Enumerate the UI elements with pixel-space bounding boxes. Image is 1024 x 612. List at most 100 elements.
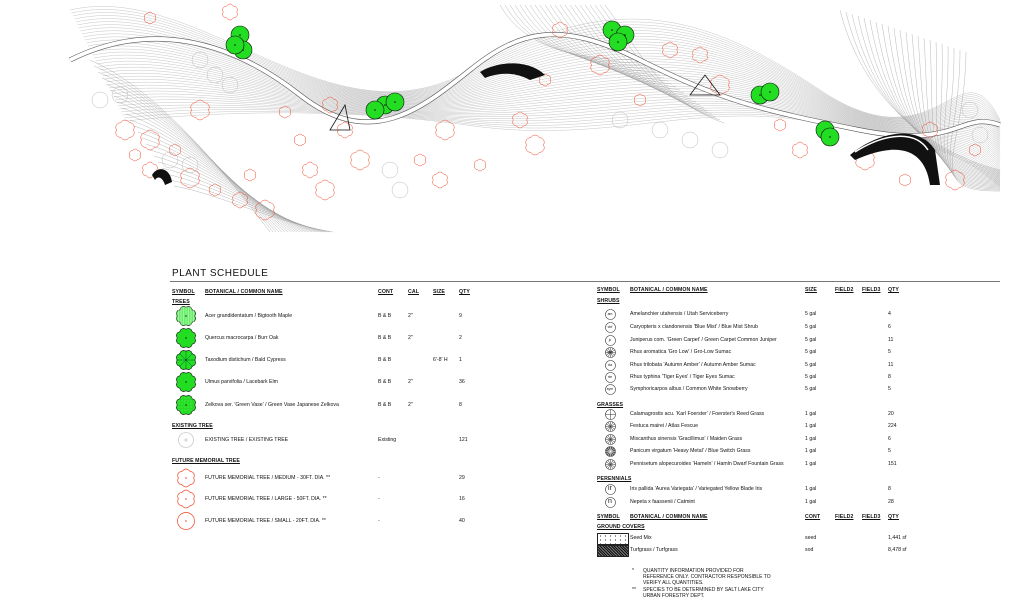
section-label: GRASSES: [597, 402, 624, 408]
cont-value: B & B: [378, 402, 392, 408]
cont-value: B & B: [378, 313, 392, 319]
symbol-code: cbf: [607, 325, 613, 329]
grass-symbol-icon: [604, 433, 616, 445]
shrub-symbol-icon: [604, 496, 616, 508]
plant-name: Miscanthus sinensis 'Gracillimus' / Maid…: [630, 436, 743, 442]
size-value: 1 gal: [805, 411, 817, 417]
memorial-tree-marker: [294, 133, 306, 147]
shrub-symbol-icon: [604, 334, 616, 346]
memorial-tree-marker: [315, 179, 335, 201]
memorial-tree-marker: [129, 148, 141, 162]
shrub-symbol-icon: [604, 308, 616, 320]
memorial-tree-marker: [792, 141, 808, 159]
column-header: SIZE: [805, 287, 817, 293]
symbol-code: rte: [607, 375, 613, 379]
memorial-tree-icon: [177, 489, 195, 509]
grass-symbol-icon: [604, 408, 616, 420]
qty-value: 6: [888, 436, 891, 442]
size-value: 1 gal: [805, 436, 817, 442]
qty-value: 11: [888, 337, 894, 343]
size-value: 5 gal: [805, 362, 817, 368]
qty-value: 2: [459, 335, 462, 341]
page-title: PLANT SCHEDULE: [172, 268, 269, 279]
existing-tree-marker: [181, 156, 199, 174]
qty-value: 151: [888, 461, 897, 467]
qty-value: 5: [888, 386, 891, 392]
cal-value: 2": [408, 313, 413, 319]
existing-tree-marker: [651, 121, 669, 139]
existing-tree-marker: [191, 51, 209, 69]
memorial-tree-marker: [692, 46, 708, 64]
cont-value: B & B: [378, 379, 392, 385]
tree-symbol-icon: [175, 305, 197, 327]
planted-tree-marker: [608, 32, 628, 52]
memorial-tree-marker: [899, 173, 911, 187]
plant-name: Quercus macrocarpa / Burr Oak: [205, 335, 279, 341]
plant-name: Festuca mairei / Atlas Fescue: [630, 423, 699, 429]
planting-bed: [152, 169, 172, 185]
existing-tree-icon: [178, 432, 194, 448]
memorial-tree-marker: [169, 143, 181, 157]
column-header: FIELD2: [835, 287, 854, 293]
planted-tree-marker: [820, 127, 840, 147]
title-divider: [170, 281, 1000, 282]
existing-tree-marker: [111, 86, 129, 104]
cont-value: B & B: [378, 335, 392, 341]
grass-symbol-icon: [604, 420, 616, 432]
column-header: QTY: [888, 514, 899, 520]
memorial-tree-marker: [539, 73, 551, 87]
plant-name: Iris pallida 'Aurea Variegata' / Variega…: [630, 486, 763, 492]
existing-tree-marker: [381, 161, 399, 179]
qty-value: 5: [888, 448, 891, 454]
section-label: EXISTING TREE: [172, 423, 213, 429]
memorial-tree-marker: [474, 158, 486, 172]
memorial-tree-marker: [244, 168, 256, 182]
column-header: CONT: [378, 289, 394, 295]
planting-bed: [850, 133, 940, 185]
planted-tree-marker: [225, 35, 245, 55]
existing-tree-marker: [91, 91, 109, 109]
memorial-tree-marker: [222, 3, 238, 21]
symbol-code: jc: [608, 338, 612, 342]
qty-value: 29: [459, 475, 465, 481]
planted-tree-marker: [385, 92, 405, 112]
column-header: SYMBOL: [597, 514, 620, 520]
plant-name: Seed Mix: [630, 535, 652, 541]
memorial-tree-marker: [525, 134, 545, 156]
memorial-tree-marker: [302, 161, 318, 179]
existing-tree-marker: [611, 111, 629, 129]
plant-name: Pennisetum alopecuroides 'Hameln' / Haml…: [630, 461, 784, 467]
cont-value: sod: [805, 547, 814, 553]
plant-name: FUTURE MEMORIAL TREE / SMALL - 20FT. DIA…: [205, 518, 326, 524]
qty-value: 8,478 sf: [888, 547, 907, 553]
seed-mix-swatch: [597, 533, 629, 545]
tree-symbol-icon: [175, 371, 197, 393]
column-header: BOTANICAL / COMMON NAME: [630, 287, 708, 293]
note-text: SPECIES TO BE DETERMINED BY SALT LAKE CI…: [643, 587, 764, 599]
plant-name: FUTURE MEMORIAL TREE / MEDIUM - 30FT. DI…: [205, 475, 331, 481]
plant-name: Acer grandidentatum / Bigtooth Maple: [205, 313, 293, 319]
tree-symbol-icon: [175, 394, 197, 416]
existing-tree-marker: [221, 76, 239, 94]
qty-value: 40: [459, 518, 465, 524]
plant-name: Caryopteris x clandonensis 'Blue Mist' /…: [630, 324, 758, 330]
column-header: BOTANICAL / COMMON NAME: [205, 289, 283, 295]
existing-tree-marker: [391, 181, 409, 199]
size-value: 5 gal: [805, 374, 817, 380]
qty-value: 20: [888, 411, 894, 417]
cont-value: B & B: [378, 357, 392, 363]
memorial-tree-marker: [180, 167, 200, 189]
planted-tree-marker: [760, 82, 780, 102]
note-text: QUANTITY INFORMATION PROVIDED FOR REFERE…: [643, 568, 771, 586]
cal-value: 2": [408, 379, 413, 385]
memorial-tree-marker: [350, 149, 370, 171]
plant-name: Turfgrass / Turfgrass: [630, 547, 678, 553]
column-header: FIELD2: [835, 514, 854, 520]
size-value: 5 gal: [805, 311, 817, 317]
memorial-tree-marker: [255, 199, 275, 221]
qty-value: 6: [888, 324, 891, 330]
size-value: 1 gal: [805, 499, 817, 505]
plant-name: Rhus typhina 'Tiger Eyes' / Tiger Eyes S…: [630, 374, 735, 380]
column-header: CAL: [408, 289, 419, 295]
memorial-tree-marker: [774, 118, 786, 132]
